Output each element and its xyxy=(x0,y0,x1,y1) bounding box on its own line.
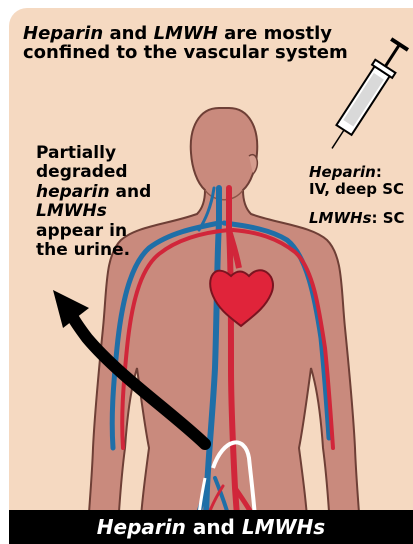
illustration-panel: Heparin and LMWH are mostly confined to … xyxy=(9,8,413,544)
footer-title-bar: Heparin and LMWHs xyxy=(9,510,413,544)
top-caption: Heparin and LMWH are mostly confined to … xyxy=(23,24,353,63)
caption-text: are mostly xyxy=(218,23,332,44)
caption-text: confined to the vascular system xyxy=(23,42,348,63)
human-body-illustration xyxy=(9,8,413,544)
heparin-term: Heparin xyxy=(23,23,103,44)
heparin-term: Heparin xyxy=(309,163,376,181)
route-caption: Heparin: IV, deep SC LMWHs: SC xyxy=(309,164,405,226)
lmwh-term: LMWHs xyxy=(242,515,325,539)
heparin-term: heparin xyxy=(36,182,110,202)
heparin-term: Heparin xyxy=(97,515,186,539)
note-line: and xyxy=(110,182,152,202)
lmwh-term: LMWHs xyxy=(36,201,107,221)
caption-text: and xyxy=(103,23,153,44)
urine-caption: Partially degraded heparin and LMWHs app… xyxy=(36,144,166,260)
lmwh-term: LMWH xyxy=(154,23,218,44)
note-line: degraded xyxy=(36,162,128,182)
lmwh-term: LMWHs xyxy=(309,209,372,227)
footer-text: and xyxy=(186,515,242,539)
note-line: Partially xyxy=(36,143,116,163)
lmwh-route: : SC xyxy=(372,209,405,227)
heparin-route: IV, deep SC xyxy=(309,181,405,198)
note-line: appear in xyxy=(36,221,127,241)
route-text: : xyxy=(376,163,382,181)
note-line: the urine. xyxy=(36,240,130,260)
